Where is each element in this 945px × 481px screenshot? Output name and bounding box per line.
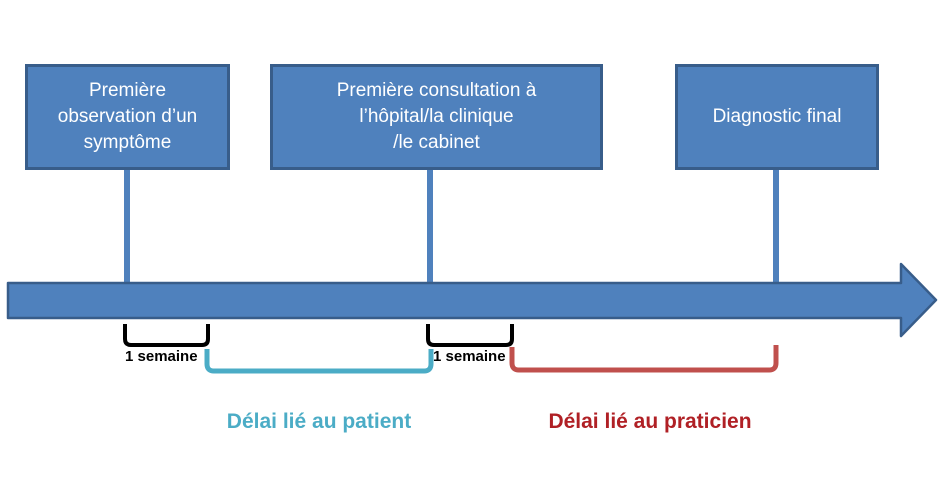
box-first-consultation: Première consultation à l’hôpital/la cli… xyxy=(270,64,603,170)
box-first-symptom: Première observation d’un symptôme xyxy=(25,64,230,170)
box-final-diagnosis: Diagnostic final xyxy=(675,64,879,170)
timeline-arrow xyxy=(6,262,938,338)
bracket-one-week-2 xyxy=(426,324,514,347)
box-first-symptom-label: Première observation d’un symptôme xyxy=(57,80,198,153)
box-final-diagnosis-label: Diagnostic final xyxy=(712,106,842,127)
bracket-patient-delay xyxy=(204,349,434,374)
delay-patient-label: Délai lié au patient xyxy=(226,410,412,433)
box-first-consultation-label: Première consultation à l’hôpital/la cli… xyxy=(336,80,537,153)
duration-label-2: 1 semaine xyxy=(433,348,506,365)
bracket-one-week-1 xyxy=(123,324,210,347)
duration-label-1: 1 semaine xyxy=(125,348,198,365)
bracket-praticien-delay xyxy=(509,345,779,373)
delay-praticien-label: Délai lié au praticien xyxy=(548,410,752,433)
